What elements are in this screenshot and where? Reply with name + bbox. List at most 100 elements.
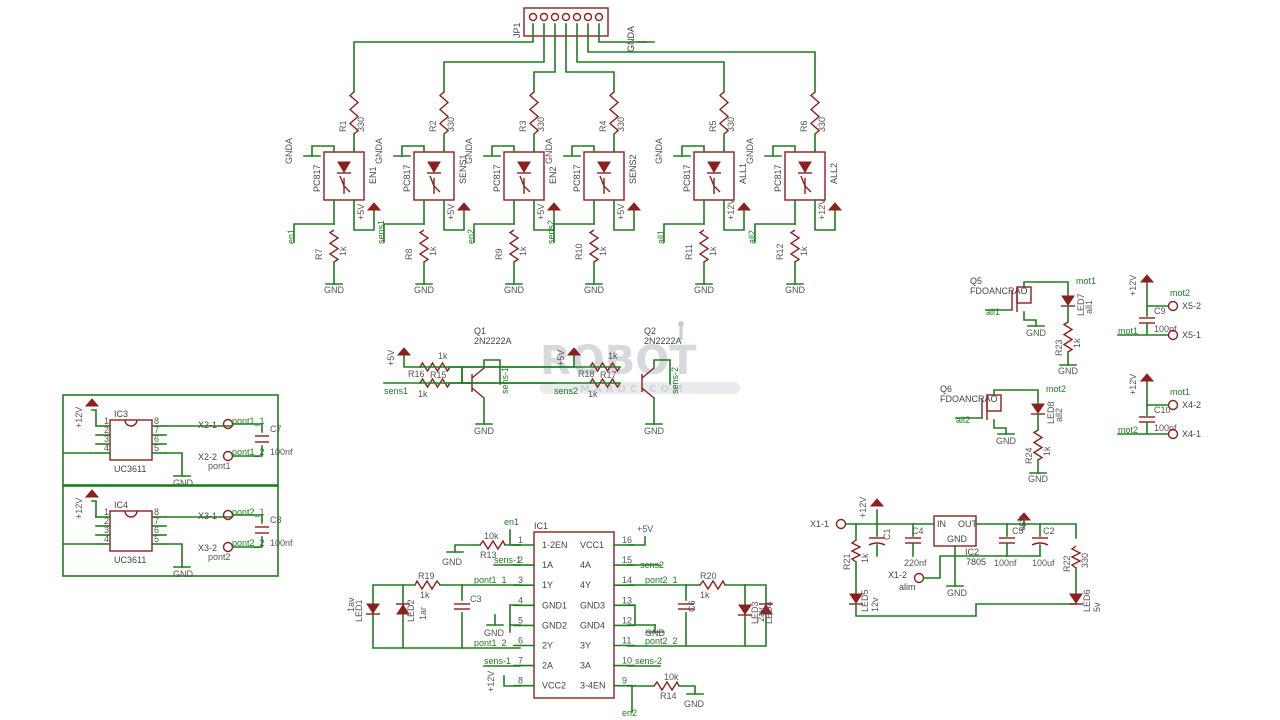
svg-text:10: 10 (622, 656, 632, 666)
svg-text:2A: 2A (542, 661, 553, 671)
svg-text:+5V: +5V (616, 204, 626, 220)
svg-text:1: 1 (104, 507, 109, 517)
svg-text:C6: C6 (687, 600, 697, 612)
svg-text:UC3611: UC3611 (114, 555, 146, 565)
svg-text:X4-2: X4-2 (1182, 400, 1201, 410)
svg-text:1k: 1k (700, 590, 710, 600)
svg-text:GNDA: GNDA (745, 138, 755, 164)
svg-text:en2: en2 (622, 708, 637, 718)
svg-text:all1: all1 (656, 230, 666, 244)
terminal-x5-2[interactable] (1167, 300, 1179, 312)
svg-text:ALL1: ALL1 (738, 163, 748, 184)
svg-text:100nf: 100nf (1154, 423, 1177, 433)
watermark-subtitle: MAROC.COM (580, 384, 687, 395)
svg-text:R20: R20 (700, 571, 717, 581)
svg-text:1k: 1k (418, 389, 428, 399)
svg-text:GND2: GND2 (542, 620, 567, 630)
svg-text:LED6: LED6 (1082, 589, 1092, 612)
svg-text:100nf: 100nf (270, 447, 293, 457)
connector-jp1: JP1 GNDA (353, 7, 816, 93)
svg-text:X5-2: X5-2 (1182, 301, 1201, 311)
svg-text:VCC2: VCC2 (542, 681, 566, 691)
svg-text:7: 7 (154, 425, 159, 435)
svg-text:5: 5 (518, 615, 523, 625)
svg-text:100nf: 100nf (1154, 324, 1177, 334)
svg-text:7: 7 (518, 656, 523, 666)
svg-text:X3-1: X3-1 (198, 511, 217, 521)
voltage-regulator-ic2: IN OUT GND IC2 7805 X1-1 X1-2 alim GND +… (810, 497, 1102, 617)
svg-text:PC817: PC817 (312, 164, 322, 192)
svg-text:3: 3 (518, 575, 523, 585)
svg-text:EN1: EN1 (368, 166, 378, 184)
svg-text:1k: 1k (1072, 338, 1082, 348)
svg-text:pont2_2: pont2_2 (645, 636, 678, 646)
mosfet-ref: Q6 (940, 384, 952, 394)
svg-text:C9: C9 (1154, 306, 1166, 316)
svg-text:2: 2 (518, 555, 523, 565)
svg-text:R16: R16 (408, 369, 425, 379)
ic2-ref: IC2 (965, 547, 979, 557)
svg-text:X5-1: X5-1 (1182, 330, 1201, 340)
svg-text:GND: GND (414, 285, 435, 295)
svg-text:R15: R15 (430, 370, 447, 380)
terminal-x5-1[interactable] (1167, 329, 1179, 341)
svg-text:LED4: LED4 (764, 601, 774, 624)
svg-text:1k: 1k (588, 389, 598, 399)
svg-text:+12V: +12V (74, 407, 84, 428)
terminal-x4-2[interactable] (1167, 399, 1179, 411)
svg-text:1-2EN: 1-2EN (542, 540, 568, 550)
svg-text:GND: GND (1028, 474, 1049, 484)
svg-text:GND: GND (684, 699, 705, 709)
svg-text:pont2_1: pont2_1 (645, 575, 678, 585)
hall-ic-ref: IC3 (114, 409, 128, 419)
svg-text:6: 6 (154, 525, 159, 535)
svg-text:C8: C8 (270, 515, 282, 525)
svg-text:100nf: 100nf (994, 558, 1017, 568)
svg-text:X2-1: X2-1 (198, 420, 217, 430)
svg-text:R23: R23 (1054, 339, 1064, 356)
svg-text:all2: all2 (956, 415, 970, 425)
svg-text:2N2222A: 2N2222A (474, 336, 512, 346)
svg-text:mot2: mot2 (1170, 288, 1190, 298)
svg-text:3Y: 3Y (580, 641, 591, 651)
terminal-x1-1[interactable] (835, 518, 847, 530)
svg-text:4: 4 (518, 595, 523, 605)
svg-text:GNDA: GNDA (464, 138, 474, 164)
svg-text:3: 3 (104, 525, 109, 535)
svg-text:sens-2: sens-2 (670, 367, 680, 394)
svg-text:mot1: mot1 (1076, 276, 1096, 286)
svg-text:C10: C10 (1154, 405, 1171, 415)
terminal-x4-1[interactable] (1167, 428, 1179, 440)
svg-text:GND: GND (947, 534, 968, 544)
svg-text:GND3: GND3 (580, 600, 605, 610)
svg-text:4: 4 (104, 443, 109, 453)
ic1-ref: IC1 (534, 521, 548, 531)
terminal-x1-2[interactable] (913, 572, 925, 584)
svg-text:R10: R10 (574, 243, 584, 260)
svg-text:en1: en1 (286, 229, 296, 244)
svg-text:8: 8 (518, 676, 523, 686)
svg-text:+12V: +12V (74, 498, 84, 519)
svg-text:X1-1: X1-1 (810, 519, 829, 529)
svg-text:IN: IN (937, 519, 946, 529)
svg-text:330: 330 (817, 117, 827, 132)
svg-text:100uf: 100uf (1032, 558, 1055, 568)
svg-text:GND: GND (996, 436, 1017, 446)
svg-text:GNDA: GNDA (654, 138, 664, 164)
svg-text:C3: C3 (470, 594, 482, 604)
svg-text:330: 330 (446, 117, 456, 132)
svg-text:1av: 1av (346, 597, 356, 612)
robot-logo-watermark: ROBOT MAROC.COM (540, 321, 740, 395)
svg-text:1Y: 1Y (542, 580, 553, 590)
svg-text:GND: GND (504, 285, 525, 295)
